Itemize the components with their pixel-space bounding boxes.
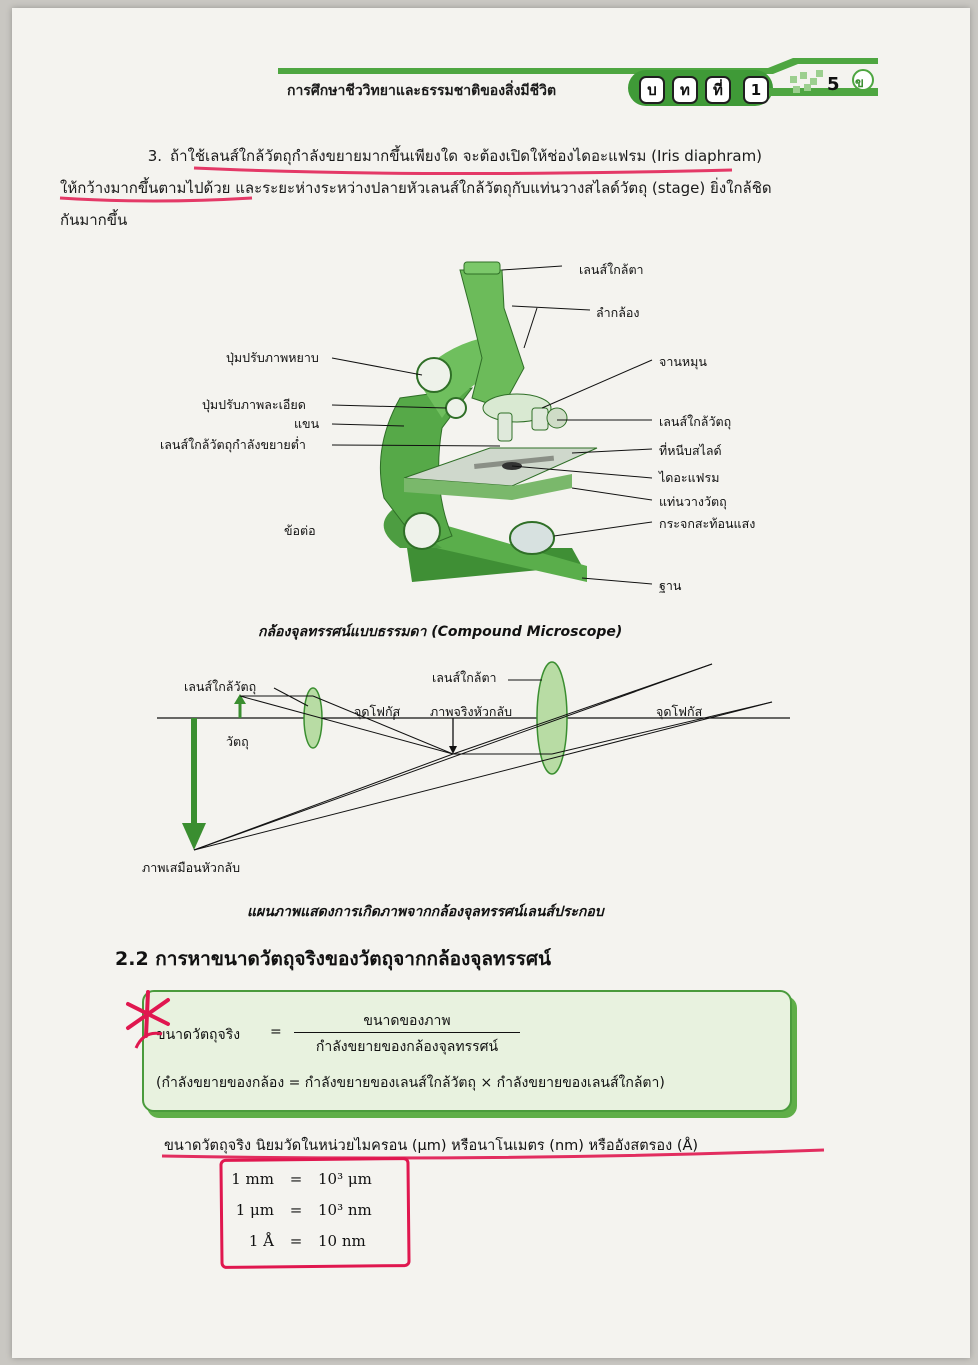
- formula-equals: =: [270, 1024, 282, 1040]
- ray-label-focal-point-2: จุดโฟกัส: [656, 704, 703, 719]
- unit-left: 1 mm: [231, 1170, 274, 1188]
- asterisk-mark-icon: [126, 990, 170, 1038]
- formula-box: ขนาดวัตถุจริง = ขนาดของภาพ กำลังขยายของก…: [142, 990, 792, 1112]
- intro-line-3: กันมากขึ้น: [60, 211, 128, 229]
- intro-number: 3.: [147, 147, 162, 165]
- label-joint: ข้อต่อ: [284, 523, 316, 538]
- formula-note: (กำลังขยายของกล้อง = กำลังขยายของเลนส์ใก…: [156, 1075, 665, 1091]
- unit-right: 10³ μm: [318, 1170, 372, 1188]
- units-sentence: ขนาดวัตถุจริง นิยมวัดในหน่วยไมครอน (μm) …: [164, 1138, 699, 1154]
- formula-pink-mark: [134, 1031, 163, 1049]
- ray-diagram: [157, 661, 790, 851]
- label-revolving-nosepiece: จานหมุน: [659, 354, 707, 369]
- label-eyepiece: เลนส์ใกล้ตา: [579, 262, 644, 277]
- label-mirror: กระจกสะท้อนแสง: [659, 516, 756, 531]
- unit-left: 1 Å: [248, 1232, 274, 1250]
- ray-label-objective: เลนส์ใกล้วัตถุ: [184, 679, 257, 694]
- intro-line-1: 3. ถ้าใช้เลนส์ใกล้วัตถุกำลังขยายมากขึ้นเพ…: [60, 140, 880, 172]
- ray-label-object: วัตถุ: [226, 734, 249, 749]
- label-fine-knob: ปุ่มปรับภาพละเอียด: [202, 397, 306, 412]
- ray-label-real-image: ภาพจริงหัวกลับ: [430, 704, 513, 719]
- intro-line-1-text: ถ้าใช้เลนส์ใกล้วัตถุกำลังขยายมากขึ้นเพีย…: [170, 147, 763, 165]
- label-low-power-objective: เลนส์ใกล้วัตถุกำลังขยายต่ำ: [160, 437, 306, 452]
- label-diaphragm: ไดอะแฟรม: [659, 470, 720, 485]
- unit-eq: =: [289, 1170, 303, 1188]
- label-stage-clip: ที่หนีบสไลด์: [659, 443, 722, 458]
- ray-label-virtual-image: ภาพเสมือนหัวกลับ: [142, 860, 241, 875]
- label-objective-lens: เลนส์ใกล้วัตถุ: [659, 414, 732, 429]
- label-body-tube: ลำกล้อง: [596, 305, 640, 320]
- unit-left: 1 μm: [235, 1201, 274, 1219]
- ray-label-eyepiece: เลนส์ใกล้ตา: [432, 670, 497, 685]
- ray-diagram-caption: แผนภาพแสดงการเกิดภาพจากกล้องจุลทรรศน์เลน…: [247, 904, 604, 920]
- chapter-chip-4: 1: [743, 76, 769, 104]
- microscope-caption: กล้องจุลทรรศน์แบบธรรมดา (Compound Micros…: [258, 624, 623, 640]
- page-number: 5: [827, 74, 840, 95]
- unit-right: 10 nm: [318, 1232, 366, 1250]
- header-title: การศึกษาชีววิทยาและธรรมชาติของสิ่งมีชีวิ…: [287, 83, 557, 99]
- unit-row: 1 Å = 10 nm: [212, 1232, 366, 1250]
- label-arm: แขน: [294, 416, 320, 431]
- microscope-illustration: [331, 261, 653, 585]
- label-stage: แท่นวางวัตถุ: [659, 494, 727, 509]
- units-underline-mark: [161, 1148, 825, 1160]
- chapter-chip-3: ที่: [705, 76, 731, 104]
- intro-highlight-marks: [59, 166, 733, 203]
- section-title: 2.2 การหาขนาดวัตถุจริงของวัตถุจากกล้องจุ…: [115, 948, 552, 970]
- unit-row: 1 mm = 10³ μm: [212, 1170, 372, 1188]
- fraction-bar: [294, 1032, 520, 1033]
- chapter-chip-1: บ: [639, 76, 665, 104]
- label-base: ฐาน: [659, 578, 682, 593]
- unit-right: 10³ nm: [318, 1201, 372, 1219]
- unit-eq: =: [289, 1232, 303, 1250]
- unit-eq: =: [289, 1201, 303, 1219]
- formula-denominator: กำลังขยายของกล้องจุลทรรศน์: [315, 1039, 499, 1055]
- unit-row: 1 μm = 10³ nm: [212, 1201, 372, 1219]
- textbook-page: การศึกษาชีววิทยาและธรรมชาติของสิ่งมีชีวิ…: [12, 8, 970, 1358]
- formula-lhs: ขนาดวัตถุจริง: [156, 1027, 241, 1043]
- intro-line-2: ให้กว้างมากขึ้นตามไปด้วย และระยะห่างระหว…: [60, 179, 772, 197]
- corner-badge-icon: ข: [855, 76, 864, 91]
- chapter-chip-2: ท: [672, 76, 698, 104]
- label-coarse-knob: ปุ่มปรับภาพหยาบ: [226, 350, 319, 365]
- formula-numerator: ขนาดของภาพ: [363, 1013, 451, 1029]
- ray-label-focal-point-1: จุดโฟกัส: [354, 704, 401, 719]
